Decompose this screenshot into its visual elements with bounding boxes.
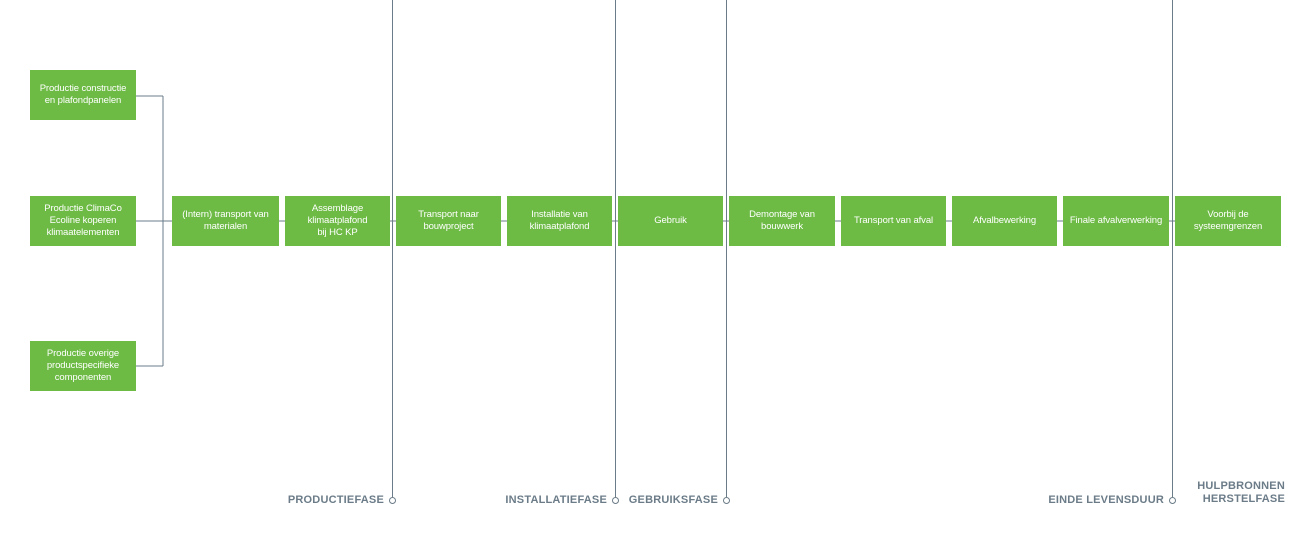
phase-boundaries [389,0,1176,504]
box-text-line: Transport naar [418,209,479,221]
box-text-line: Ecoline koperen [49,215,117,227]
phase-label-gebruiksfase: GEBRUIKSFASE [628,494,718,506]
phase-marker-gebruiksfase [723,497,730,504]
step-box-afvalbewerking: Afvalbewerking [952,196,1057,246]
step-box-assemblage: Assemblage klimaatplafond bij HC KP [285,196,390,246]
phase-label-line: HULPBRONNEN [1197,480,1285,492]
box-text-line: en plafondpanelen [44,95,122,106]
phase-label-hulpbronnen-herstelfase: HULPBRONNEN HERSTELFASE [1197,480,1285,506]
input-box-productie-overige: Productie overige productspecifieke comp… [30,341,136,391]
phase-label-installatiefase: INSTALLATIEFASE [505,494,607,506]
box-text-line: Installatie van [531,209,588,221]
box-text-line: Productie constructie [39,83,127,95]
step-box-voorbij-systeemgrenzen: Voorbij de systeemgrenzen [1175,196,1281,246]
phase-label-einde-levensduur: EINDE LEVENSDUUR [1048,494,1164,506]
step-box-transport-bouwproject: Transport naar bouwproject [396,196,501,246]
box-text-line: Gebruik [654,215,687,227]
box-text-line: componenten [54,371,112,383]
step-box-gebruik: Gebruik [618,196,723,246]
box-text-line: bouwwerk [761,221,803,232]
phase-label-line: HERSTELFASE [1202,493,1285,505]
box-text-line: (Intern) transport van [182,209,269,221]
box-text-line: bouwproject [423,221,474,232]
box-text-line: Transport van afval [853,215,934,227]
input-box-productie-climaco: Productie ClimaCo Ecoline koperen klimaa… [30,196,136,246]
step-box-intern-transport: (Intern) transport van materialen [172,196,279,246]
box-text-line: Demontage van [749,209,815,221]
phase-marker-einde-levensduur [1169,497,1176,504]
box-text-line: Productie overige [46,348,120,360]
box-text-line: Afvalbewerking [972,215,1037,227]
box-text-line: klimaatplafond [529,221,590,232]
step-box-installatie: Installatie van klimaatplafond [507,196,612,246]
box-text-line: klimaatplafond [307,215,368,227]
step-box-transport-afval: Transport van afval [841,196,946,246]
input-box-productie-constructie: Productie constructie en plafondpanelen [30,70,136,120]
phase-marker-productiefase [389,497,396,504]
box-text-line: klimaatelementen [46,226,120,238]
phase-label-productiefase: PRODUCTIEFASE [287,494,384,506]
box-text-line: systeemgrenzen [1193,221,1263,232]
phase-marker-installatiefase [612,497,619,504]
box-text-line: Assemblage [311,203,364,215]
step-box-finale-afvalverwerking: Finale afvalverwerking [1063,196,1169,246]
box-text-line: Voorbij de [1207,209,1249,221]
box-text-line: Finale afvalverwerking [1069,215,1163,227]
box-text-line: bij HC KP [317,226,358,238]
box-text-line: Productie ClimaCo [44,203,122,215]
step-box-demontage: Demontage van bouwwerk [729,196,835,246]
box-text-line: productspecifieke [46,360,120,372]
box-text-line: materialen [203,221,248,232]
